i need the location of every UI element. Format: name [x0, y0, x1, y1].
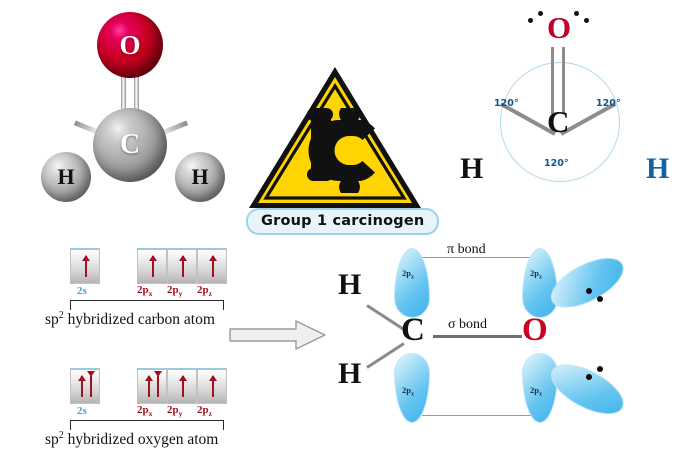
- lone-pair-dot: [586, 288, 592, 294]
- carbon-orbital-diagram: 2s 2px 2py 2pz sp2 hybridized carbon ato…: [45, 248, 245, 333]
- overlap-atom-hydrogen-bottom: H: [338, 357, 362, 390]
- oxygen-orbital-diagram: 2s 2px 2py 2pz sp2 hybridized oxygen ato…: [45, 368, 245, 453]
- lone-pair-lobe-lower: [543, 354, 632, 425]
- lewis-bond-co-b: [562, 47, 565, 114]
- sigma-bond-label: σ bond: [448, 317, 488, 332]
- orbital-label-2s: 2s: [77, 405, 87, 417]
- lewis-atom-hydrogen-right: H: [646, 152, 670, 185]
- orbital-label-2py: 2py: [167, 284, 183, 299]
- sigma-bond-line: [433, 335, 522, 338]
- atom-label-hydrogen-right: H: [191, 164, 209, 189]
- oxygen-caption: sp2 hybridized oxygen atom: [45, 430, 219, 449]
- orbital-lobe-label: 2px: [402, 268, 414, 281]
- lone-pair-lobe-upper: [543, 247, 632, 318]
- bond-c-o-a: [121, 57, 126, 129]
- carcinogen-c-glyph: [307, 108, 375, 193]
- pi-bond-line-top: [422, 257, 532, 258]
- orbital-lobe-label: 2px: [530, 268, 542, 281]
- orbital-label-2px: 2px: [137, 404, 153, 419]
- orbital-box-2px: [137, 368, 167, 404]
- orbital-lobe-label: 2px: [402, 385, 414, 398]
- lewis-atom-oxygen: O: [547, 10, 572, 45]
- hybridization-bracket: [70, 300, 224, 310]
- overlap-atom-hydrogen-top: H: [338, 268, 362, 301]
- lewis-atom-hydrogen-left: H: [460, 152, 484, 185]
- lone-pair-dot: [574, 11, 579, 16]
- hybridization-bracket: [70, 420, 224, 430]
- lewis-bond-co-a: [551, 47, 554, 114]
- overlap-atom-carbon: C: [401, 312, 425, 348]
- formaldehyde-3d-model: O C H H: [18, 5, 243, 210]
- atom-sphere-hydrogen-left: H: [41, 152, 91, 202]
- pi-bond-line-bottom: [422, 415, 532, 416]
- lewis-atom-carbon: C: [547, 104, 570, 139]
- bond-angle-label-bottom: 120°: [544, 158, 569, 169]
- orbital-label-2s: 2s: [77, 285, 87, 297]
- bond-angle-label-right: 120°: [596, 98, 621, 109]
- orbital-lobe-carbon-top: [394, 248, 430, 318]
- orbital-label-2pz: 2pz: [197, 284, 212, 299]
- orbital-box-2s: [70, 248, 100, 284]
- lone-pair-dot: [597, 296, 603, 302]
- carbon-caption: sp2 hybridized carbon atom: [45, 310, 215, 329]
- atom-sphere-oxygen: O: [97, 12, 163, 78]
- orbital-lobe-oxygen-top: [522, 248, 558, 318]
- orbital-label-2pz: 2pz: [197, 404, 212, 419]
- transition-arrow: [229, 320, 326, 350]
- hazard-triangle-icon: [249, 67, 421, 208]
- overlap-atom-oxygen: O: [522, 312, 548, 348]
- lone-pair-dot: [586, 374, 592, 380]
- carcinogen-badge: Group 1 carcinogen: [246, 208, 440, 235]
- bond-c-o-b: [134, 57, 139, 129]
- atom-sphere-carbon: C: [93, 108, 167, 182]
- atom-label-carbon: C: [119, 129, 141, 160]
- atom-label-oxygen: O: [119, 29, 141, 60]
- orbital-box-2py: [167, 248, 197, 284]
- orbital-lobe-label: 2px: [530, 385, 542, 398]
- pi-bond-label: π bond: [447, 242, 486, 257]
- bond-angle-label-left: 120°: [494, 98, 519, 109]
- atom-label-hydrogen-left: H: [57, 164, 75, 189]
- orbital-box-2s: [70, 368, 100, 404]
- carcinogen-hazard-sign: Group 1 carcinogen: [243, 62, 440, 237]
- lone-pair-dot: [538, 11, 543, 16]
- orbital-overlap-diagram: π bond σ bond 2px 2px 2px 2px H H C O: [330, 240, 700, 450]
- orbital-label-2py: 2py: [167, 404, 183, 419]
- orbital-label-2px: 2px: [137, 284, 153, 299]
- lone-pair-dot: [528, 18, 533, 23]
- atom-sphere-hydrogen-right: H: [175, 152, 225, 202]
- bond-angle-arc: [500, 62, 620, 182]
- formaldehyde-lewis-structure: O C H H 120° 120° 120°: [448, 0, 700, 205]
- lone-pair-dot: [597, 366, 603, 372]
- lone-pair-dot: [584, 18, 589, 23]
